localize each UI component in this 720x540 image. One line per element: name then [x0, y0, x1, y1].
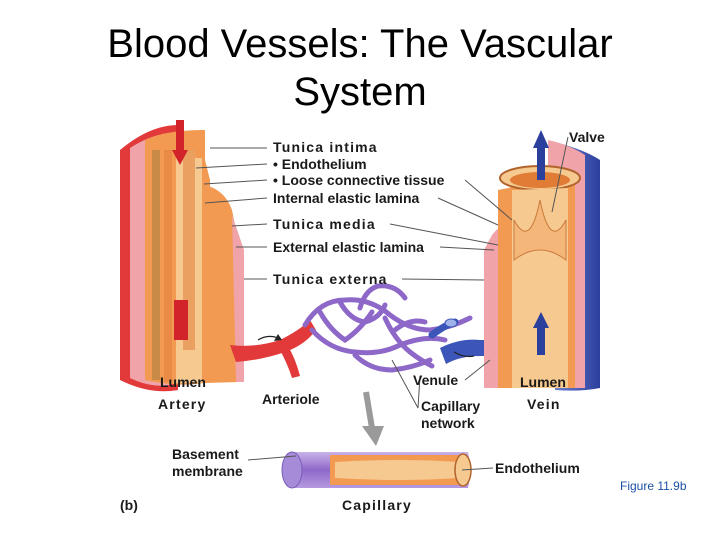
capillary-vessel-7	[352, 352, 433, 373]
figure-reference: Figure 11.9b	[620, 479, 687, 493]
leader-tunica-media-right	[389, 223, 499, 246]
label-lumen-artery: Lumen	[160, 374, 206, 390]
leader-lines	[195, 136, 569, 471]
label-internal-elastic: Internal elastic lamina	[273, 190, 419, 206]
vein-flow-arrow-bottom-shaft	[537, 325, 545, 355]
artery-media-stripe-1	[152, 150, 160, 380]
leader-capillary-network-2	[417, 375, 421, 409]
capillary-left-end	[281, 451, 303, 489]
capillary-vessel-3	[317, 309, 375, 344]
artery-flow-arrow-head	[172, 150, 188, 165]
label-panel-b: (b)	[120, 497, 138, 513]
artery-cutaway-externa	[232, 215, 244, 382]
venule-opening	[444, 318, 458, 328]
arteriole-flow-arrowhead	[274, 334, 282, 341]
label-tunica-media: Tunica media	[273, 216, 376, 232]
capillary-vessel-2	[309, 327, 448, 356]
vein-illustration	[484, 130, 600, 391]
label-vein: Vein	[527, 396, 561, 412]
leader-loose-connective	[203, 179, 268, 185]
title-line-1: Blood Vessels: The Vascular	[107, 22, 613, 66]
capillary-vessel-6	[392, 318, 428, 333]
artery-media-stripe-2	[164, 150, 172, 382]
label-capillary-network-2: network	[421, 415, 475, 431]
leader-external-elastic-right	[439, 246, 495, 251]
artery-flow-arrow-shaft	[176, 120, 184, 150]
label-capillary-network-1: Capillary	[421, 398, 480, 414]
arteriole-vessel	[230, 320, 316, 362]
arteriole-illustration	[230, 320, 316, 378]
leader-endothelium	[195, 163, 268, 169]
leader-endothelium-capillary	[461, 467, 494, 471]
label-venule: Venule	[413, 372, 458, 388]
artery-illustration	[120, 120, 244, 392]
capillary-illustration	[281, 451, 472, 489]
label-external-elastic: External elastic lamina	[273, 239, 424, 255]
leader-loose-connective-right	[464, 179, 513, 221]
zoom-arrow-head	[362, 426, 384, 446]
leader-venule	[464, 359, 491, 381]
label-arteriole: Arteriole	[262, 391, 320, 407]
vein-flow-arrow-top-head	[533, 130, 549, 148]
capillary-vessel-8	[357, 283, 408, 311]
vein-valve	[513, 199, 567, 262]
title-line-2: System	[293, 70, 427, 114]
leader-basement	[247, 455, 297, 461]
label-loose-connective: • Loose connective tissue	[273, 172, 445, 188]
zoom-arrow	[362, 391, 384, 446]
leader-tunica-externa-right	[401, 278, 485, 281]
label-lumen-vein: Lumen	[520, 374, 566, 390]
artery-cutaway-media	[205, 185, 240, 383]
capillary-vessel-4	[337, 299, 388, 325]
artery-lumen-blood	[174, 300, 188, 340]
leader-valve	[551, 136, 569, 213]
label-basement-2: membrane	[172, 463, 243, 479]
slide-title: Blood Vessels: The Vascular System	[0, 20, 720, 116]
leader-tunica-media	[231, 223, 268, 227]
vein-flow-arrow-bottom-head	[533, 312, 549, 328]
zoom-arrow-shaft	[363, 391, 375, 429]
leader-internal-elastic	[204, 197, 268, 204]
label-capillary: Capillary	[342, 497, 412, 513]
label-endothelium-bullet: • Endothelium	[273, 156, 367, 172]
label-basement-1: Basement	[172, 446, 239, 462]
vein-flow-arrow-top-shaft	[537, 145, 545, 180]
label-tunica-intima: Tunica intima	[273, 139, 378, 155]
leader-capillary-network-1	[391, 359, 419, 409]
label-artery: Artery	[158, 396, 206, 412]
arteriole-branch	[280, 346, 300, 378]
capillary-lumen	[335, 460, 458, 480]
leader-internal-elastic-right	[437, 197, 499, 226]
label-endothelium: Endothelium	[495, 460, 580, 476]
label-valve: Valve	[569, 129, 605, 145]
venule-flow-arrow	[453, 351, 475, 358]
label-tunica-externa: Tunica externa	[273, 271, 388, 287]
